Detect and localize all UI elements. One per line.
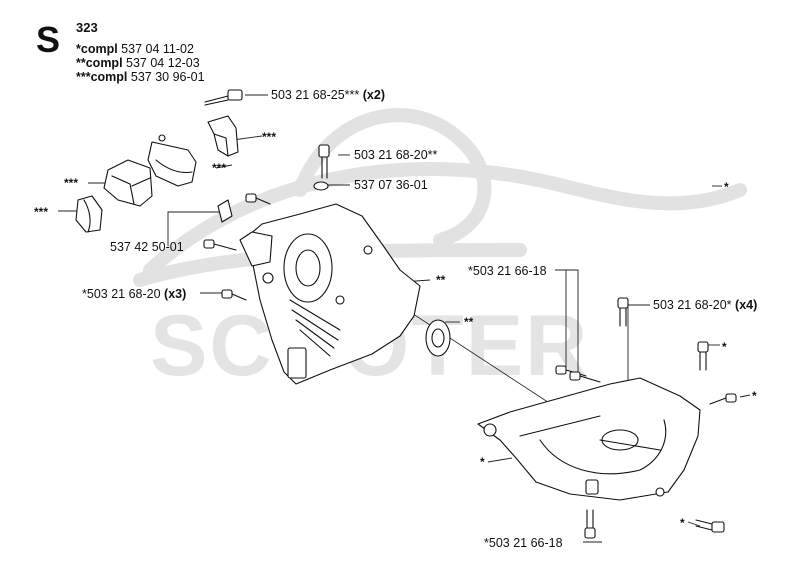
screw-left-2-icon (203, 239, 237, 251)
part-number: 537 42 50-01 (110, 240, 184, 254)
compl-mark: *compl (76, 42, 118, 56)
part-number: 503 21 68-20** (354, 148, 438, 162)
mark-cover-mid: *** (212, 161, 227, 175)
compl-mark: **compl (76, 56, 123, 70)
mark-crankcase: ** (436, 273, 446, 287)
mark-bearing-left: *** (64, 176, 79, 190)
bolt-x4-icon (617, 297, 629, 327)
lower-crankcase-icon (477, 377, 701, 501)
callout-bolt-upper[interactable]: 503 21 68-20** (354, 148, 437, 162)
bolt-bottom-icon (584, 509, 596, 539)
mark-bearing-far: *** (34, 205, 49, 219)
bearing-seal-icon (425, 319, 451, 357)
page-number: 323 (76, 20, 98, 35)
screw-top-icon (204, 89, 243, 106)
cover-part-icon (147, 134, 197, 187)
part-number: 503 21 68-25*** (271, 88, 360, 102)
callout-bracket[interactable]: 537 42 50-01 (110, 240, 184, 254)
callout-screw-top[interactable]: 503 21 68-25*** (x2) (271, 88, 385, 102)
bracket-icon (217, 199, 233, 223)
clip-part-icon (207, 115, 239, 157)
part-number: 503 21 68-20* (653, 298, 732, 312)
part-qty: (x2) (362, 88, 385, 102)
crankcase-half-icon (239, 203, 421, 385)
part-qty: (x4) (735, 298, 758, 312)
callout-screws-x3[interactable]: *503 21 68-20 (x3) (82, 287, 186, 301)
compl-mark: ***compl (76, 70, 128, 84)
part-qty: (x3) (164, 287, 187, 301)
mark-lower-case: * (480, 455, 485, 469)
section-letter: S (36, 19, 61, 60)
mark-bearing-seal: ** (464, 315, 474, 329)
bearing-far-icon (75, 195, 103, 233)
compl-line-1: *compl 537 04 11-02 (76, 42, 194, 56)
bolt-upper-icon (318, 144, 330, 179)
mark-bolt-r2: * (752, 389, 757, 403)
compl-line-3: ***compl 537 30 96-01 (76, 70, 205, 84)
screw-lower-right-icon (695, 519, 725, 533)
callout-bolts-x4[interactable]: 503 21 68-20* (x4) (653, 298, 757, 312)
callout-bolts-right[interactable]: *503 21 66-18 (468, 264, 547, 278)
mark-screw-lr: * (680, 516, 685, 530)
part-number: *503 21 66-18 (468, 264, 547, 278)
bolt-far-right-2-icon (709, 393, 737, 405)
mark-clip-top: *** (262, 130, 277, 144)
bolt-far-right-1-icon (697, 341, 709, 371)
part-number: 537 07 36-01 (354, 178, 428, 192)
bolt-r-2-icon (569, 371, 601, 383)
compl-number: 537 04 11-02 (121, 42, 194, 56)
compl-number: 537 30 96-01 (130, 70, 205, 84)
mark-bolt-r1: * (722, 340, 727, 354)
mark-watermark-star: * (724, 180, 729, 194)
callout-bolt-bottom[interactable]: *503 21 66-18 (484, 536, 563, 550)
compl-line-2: **compl 537 04 12-03 (76, 56, 200, 70)
washer-icon (313, 181, 329, 191)
bearing-holder-icon (103, 159, 153, 207)
part-number: *503 21 68-20 (82, 287, 161, 301)
callout-washer[interactable]: 537 07 36-01 (354, 178, 428, 192)
compl-number: 537 04 12-03 (126, 56, 200, 70)
part-number: *503 21 66-18 (484, 536, 563, 550)
screw-left-1-icon (245, 193, 271, 205)
screw-x3-icon (221, 289, 247, 301)
